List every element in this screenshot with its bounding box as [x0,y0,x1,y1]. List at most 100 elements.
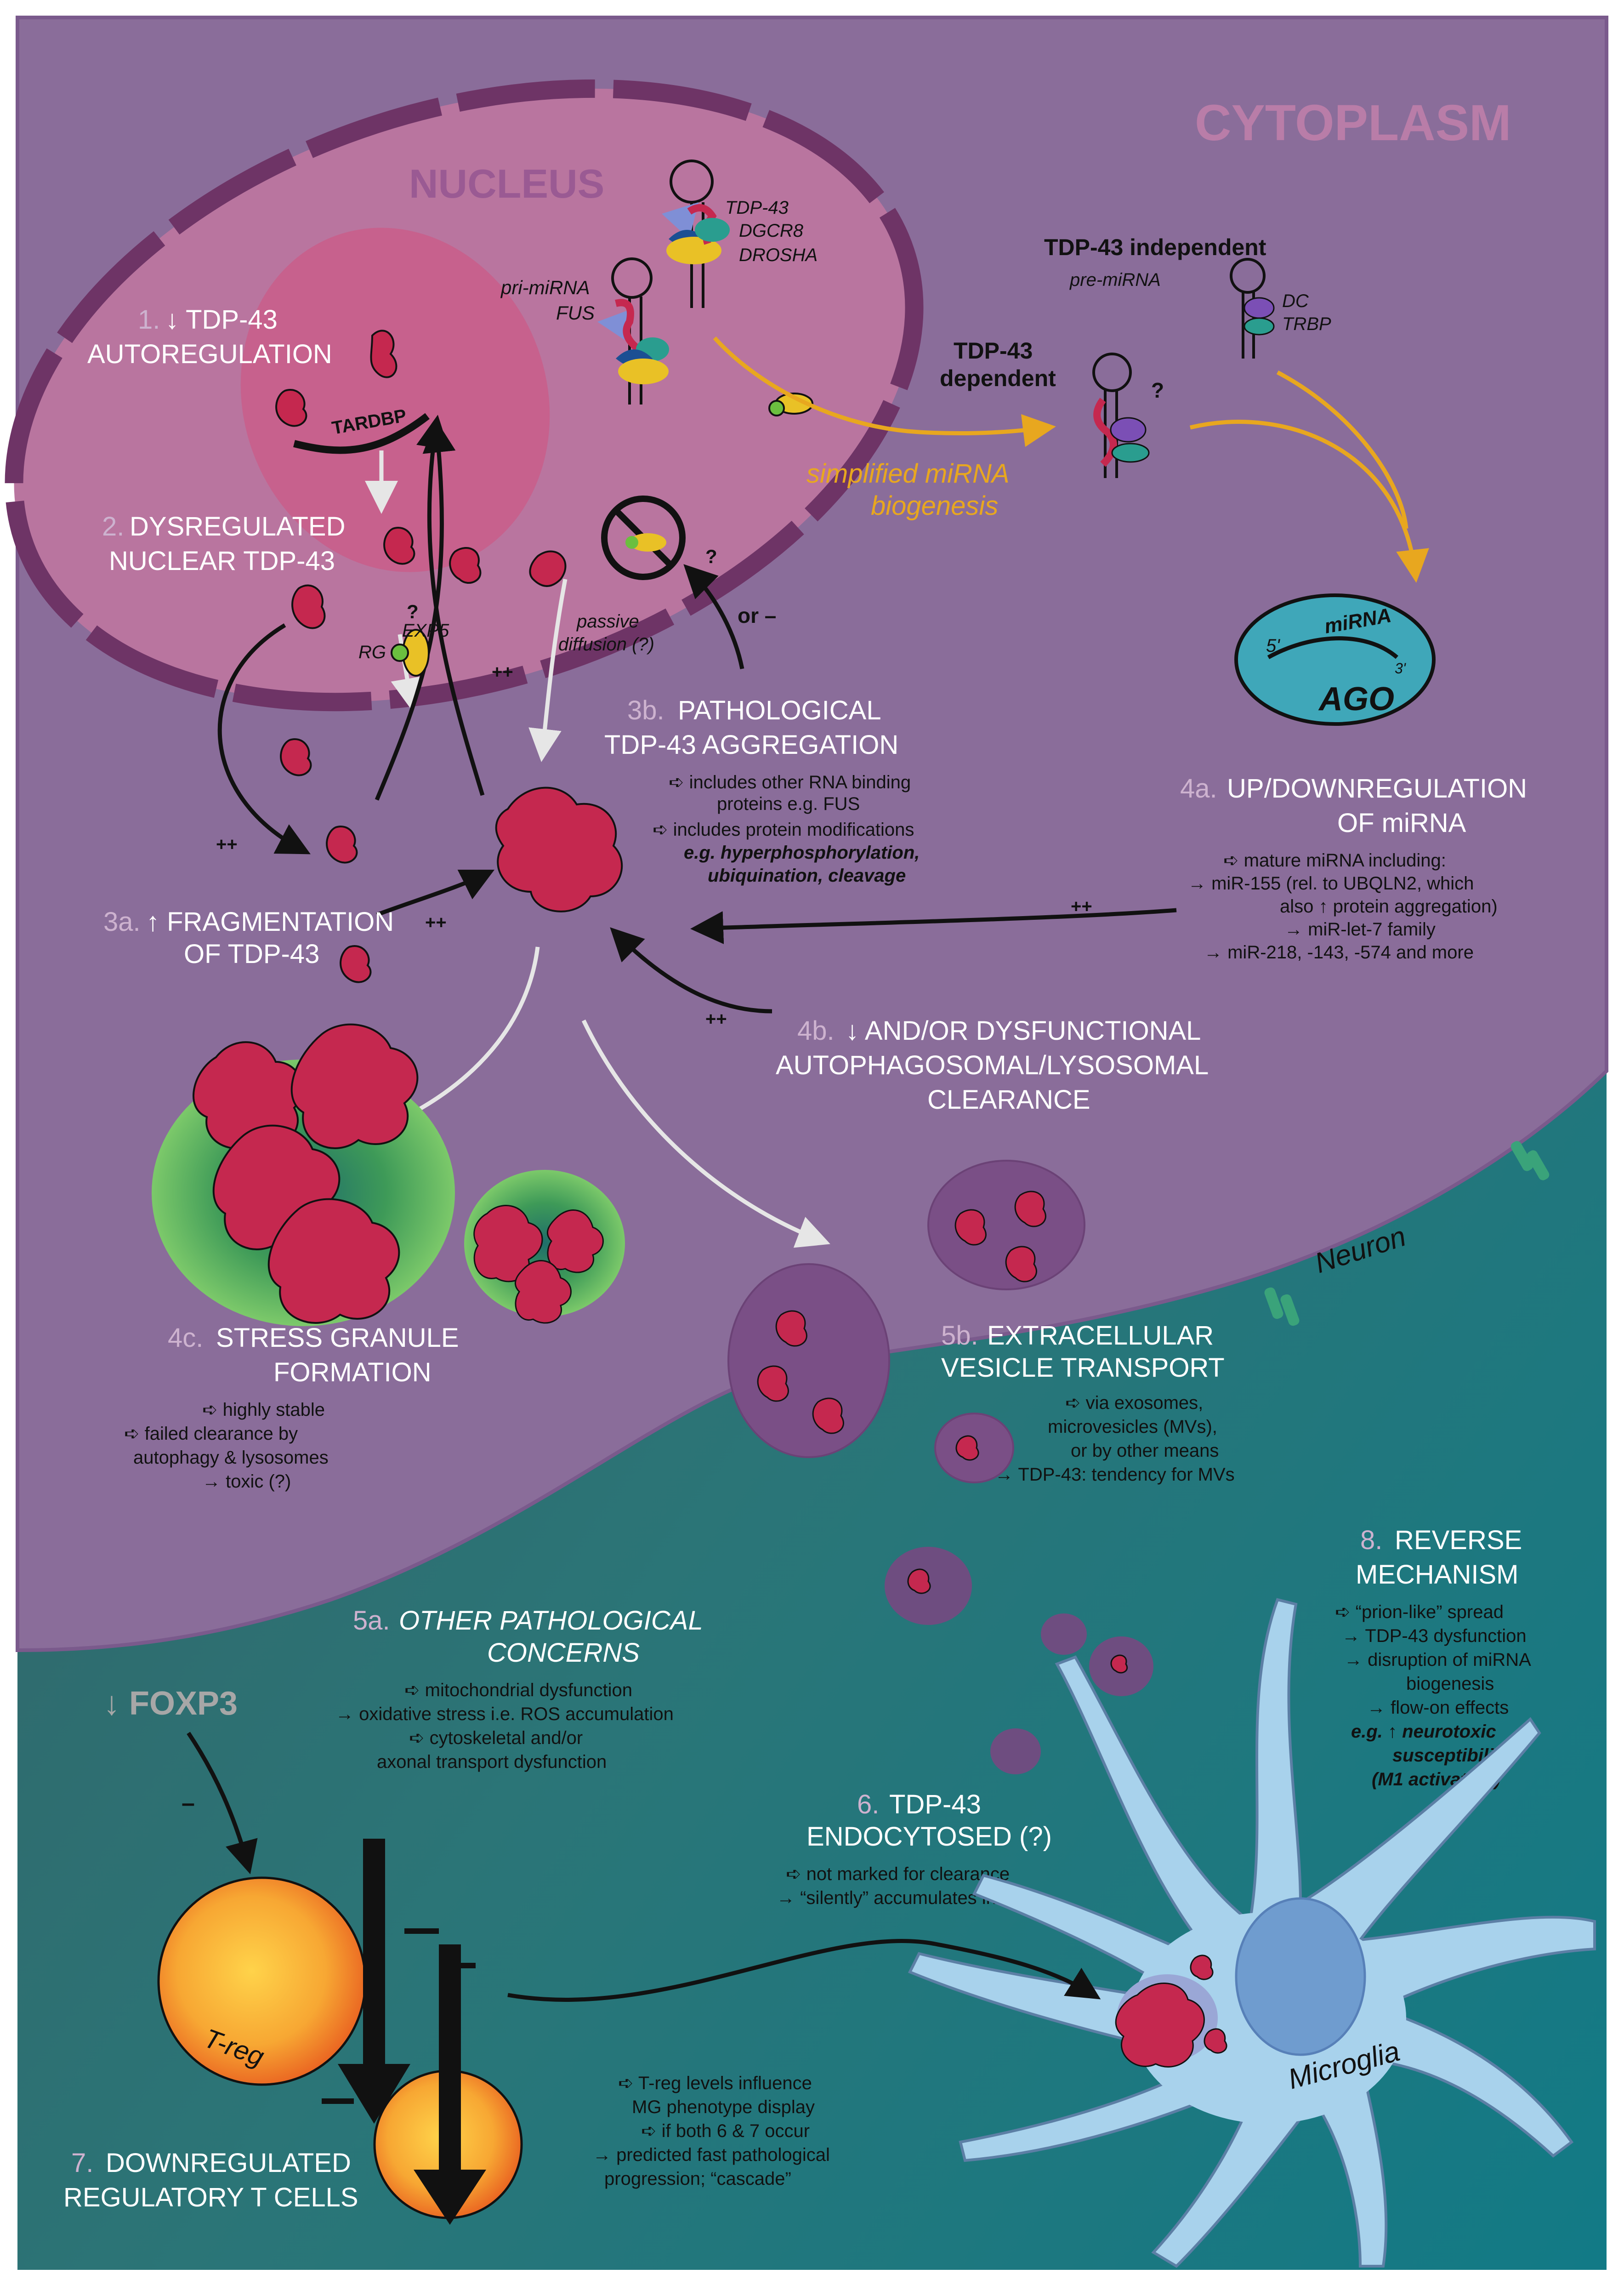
step5b-number: 5b. [941,1321,978,1351]
step3b-bullet-2: proteins e.g. FUS [717,794,860,814]
step8-bullet-6: e.g. ↑ neurotoxic [1351,1721,1496,1742]
dc-label: DC [1282,291,1309,311]
mirna-arrow-to-ago [1189,420,1429,583]
channel-question: ? [705,546,717,567]
step5a-bullet-1: ➪ mitochondrial dysfunction [404,1680,632,1700]
pre-mirna-label: pre-miRNA [1069,270,1161,290]
ago-label: AGO [1318,681,1394,718]
complex-label-tdp43: TDP-43 [725,198,789,218]
step4a-bullet-2: → miR-155 (rel. to UBQLN2, which [1188,873,1474,894]
fus-label: FUS [556,302,595,324]
step3b-bullet-1: ➪ includes other RNA binding [669,772,911,792]
step4a-bullet-4: → miR-let-7 family [1284,919,1436,940]
tardbp-gene [293,413,430,454]
stress-granule-small [464,1170,625,1324]
plusplus-2: ++ [492,662,513,682]
membrane-channels [1264,1141,1550,1326]
step2-number: 2. [102,512,124,541]
step4c-bullet-3: autophagy & lysosomes [133,1448,329,1468]
pri-mirna-label: pri-miRNA [500,277,590,298]
simplified-biogenesis-line2: biogenesis [871,491,998,521]
complex-label-dgcr8: DGCR8 [739,221,804,241]
passive-diffusion-line1: passive [576,611,639,632]
step5a-line1: OTHER PATHOLOGICAL [399,1606,703,1636]
step5b-line2: VESICLE TRANSPORT [941,1353,1225,1383]
plusplus-4: ++ [1071,896,1092,917]
step7-line1: DOWNREGULATED [106,2148,351,2178]
pri-mirna-complex [597,257,669,405]
treg-note-2: MG phenotype display [632,2097,815,2117]
step8-bullet-3: → disruption of miRNA [1344,1650,1531,1670]
step5a-bullet-2: → oxidative stress i.e. ROS accumulation [335,1704,674,1724]
plusplus-1: ++ [216,834,238,855]
ago-3prime: 3' [1395,660,1407,677]
export-question: ? [407,601,419,622]
step4b-line3: CLEARANCE [927,1085,1090,1115]
step3a-line1: ↑ FRAGMENTATION [146,907,394,937]
step8-bullet-2: → TDP-43 dysfunction [1342,1626,1527,1646]
tdp43-proteins [275,330,567,983]
dependent-complex [1092,353,1150,478]
step4c-line2: FORMATION [273,1357,432,1387]
step3a-line2: OF TDP-43 [184,939,319,969]
treg-note-1: ➪ T-reg levels influence [618,2073,812,2093]
tdp43-aggregate [495,786,623,912]
simplified-biogenesis-line1: simplified miRNA [806,459,1010,489]
dependent-label-line1: TDP-43 [954,338,1033,364]
step7-line2: REGULATORY T CELLS [63,2183,358,2212]
step4c-bullet-1: ➪ highly stable [202,1400,325,1420]
mirna-arrow-to-dependent [713,336,1056,447]
step6-line1: TDP-43 [889,1789,981,1819]
step5b-bullet-2: microvesicles (MVs), [1048,1417,1217,1437]
step4c-number: 4c. [168,1323,203,1353]
blocked-passage-icon [601,496,686,580]
passive-diffusion-line2: diffusion (?) [558,634,654,655]
step8-line2: MECHANISM [1356,1560,1518,1590]
step4a-line2: OF miRNA [1337,808,1466,838]
independent-complex [1230,258,1275,359]
treg-down-arrows [322,1839,486,2225]
independent-title: TDP-43 independent [1044,234,1266,260]
step6-line2: ENDOCYTOSED (?) [806,1822,1052,1852]
step5b-bullet-1: ➪ via exosomes, [1065,1393,1203,1413]
nucleolus [240,228,550,572]
stress-granule-large [152,1023,455,1326]
step8-number: 8. [1360,1525,1382,1555]
step2-line1: DYSREGULATED [130,512,345,541]
step1-line2: AUTOREGULATION [87,339,332,369]
step4a-bullet-5: → miR-218, -143, -574 and more [1204,942,1474,963]
rg-label: RG [358,642,386,662]
export-complex-envelope [768,393,813,416]
step2-line2: NUCLEAR TDP-43 [109,546,335,576]
microglia-cell [908,1598,1596,2268]
treg-note-4: → predicted fast pathological [593,2145,830,2165]
step6-bullet-1: ➪ not marked for clearance [786,1864,1010,1884]
foxp3-minus: – [182,1790,195,1817]
step3b-bullet-3: ➪ includes protein modifications [653,820,914,840]
step8-bullet-5: → flow-on effects [1367,1698,1509,1718]
step1-line1: ↓ TDP-43 [165,305,278,335]
plusplus-3: ++ [425,912,447,933]
complex-label-drosha: DROSHA [739,245,818,265]
vesicles [727,1160,1153,1774]
step5b-line1: EXTRACELLULAR [987,1321,1214,1351]
step6-number: 6. [857,1789,879,1819]
dependent-label-line2: dependent [940,365,1056,391]
foxp3-label: ↓ FOXP3 [103,1685,238,1722]
step3b-line1: PATHOLOGICAL [678,695,881,725]
step4b-number: 4b. [797,1016,835,1046]
white-arrows [365,450,830,1248]
plusplus-5: ++ [705,1009,727,1029]
cytoplasm-label: CYTOPLASM [1195,95,1511,151]
step4c-line1: STRESS GRANULE [216,1323,459,1353]
step5a-line2: CONCERNS [487,1638,640,1668]
step8-line1: REVERSE [1395,1525,1522,1555]
step4b-line1: ↓ AND/OR DYSFUNCTIONAL [846,1016,1201,1046]
treg-note-5: progression; “cascade” [604,2169,791,2189]
or-minus-label: or – [738,604,776,627]
step7-number: 7. [71,2148,93,2178]
black-arrows [217,415,1177,1014]
ago-complex [1234,593,1436,726]
